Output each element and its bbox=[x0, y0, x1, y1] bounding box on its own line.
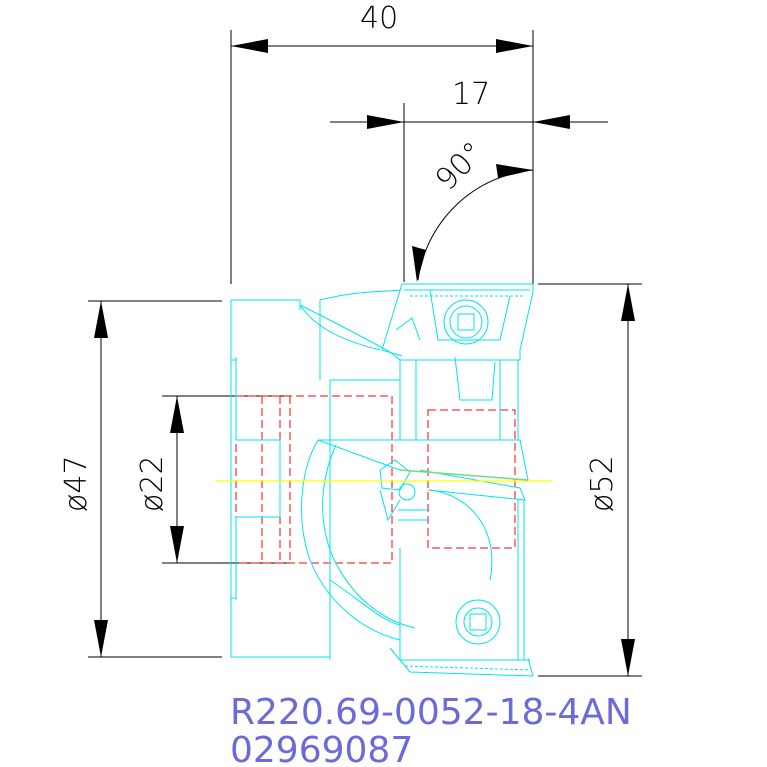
dimension-22 bbox=[162, 395, 290, 564]
diameter-47-label: ø47 bbox=[59, 455, 94, 512]
dimension-17-label: 17 bbox=[452, 77, 490, 112]
dimension-40-label: 40 bbox=[360, 1, 398, 36]
dimension-40 bbox=[230, 30, 534, 284]
dimension-52 bbox=[538, 283, 642, 677]
dimension-47 bbox=[88, 300, 222, 658]
tool-body-outline bbox=[230, 283, 534, 677]
diameter-22-label: ø22 bbox=[135, 455, 170, 512]
angle-label: 90° bbox=[429, 135, 491, 197]
diameter-52-label: ø52 bbox=[585, 455, 620, 512]
dimension-17 bbox=[330, 103, 608, 282]
part-designation: R220.69-0052-18-4AN bbox=[230, 692, 632, 733]
article-number: 02969087 bbox=[230, 730, 413, 767]
center-line bbox=[216, 469, 552, 482]
hidden-lines bbox=[235, 363, 516, 564]
dimension-angle bbox=[412, 164, 534, 282]
